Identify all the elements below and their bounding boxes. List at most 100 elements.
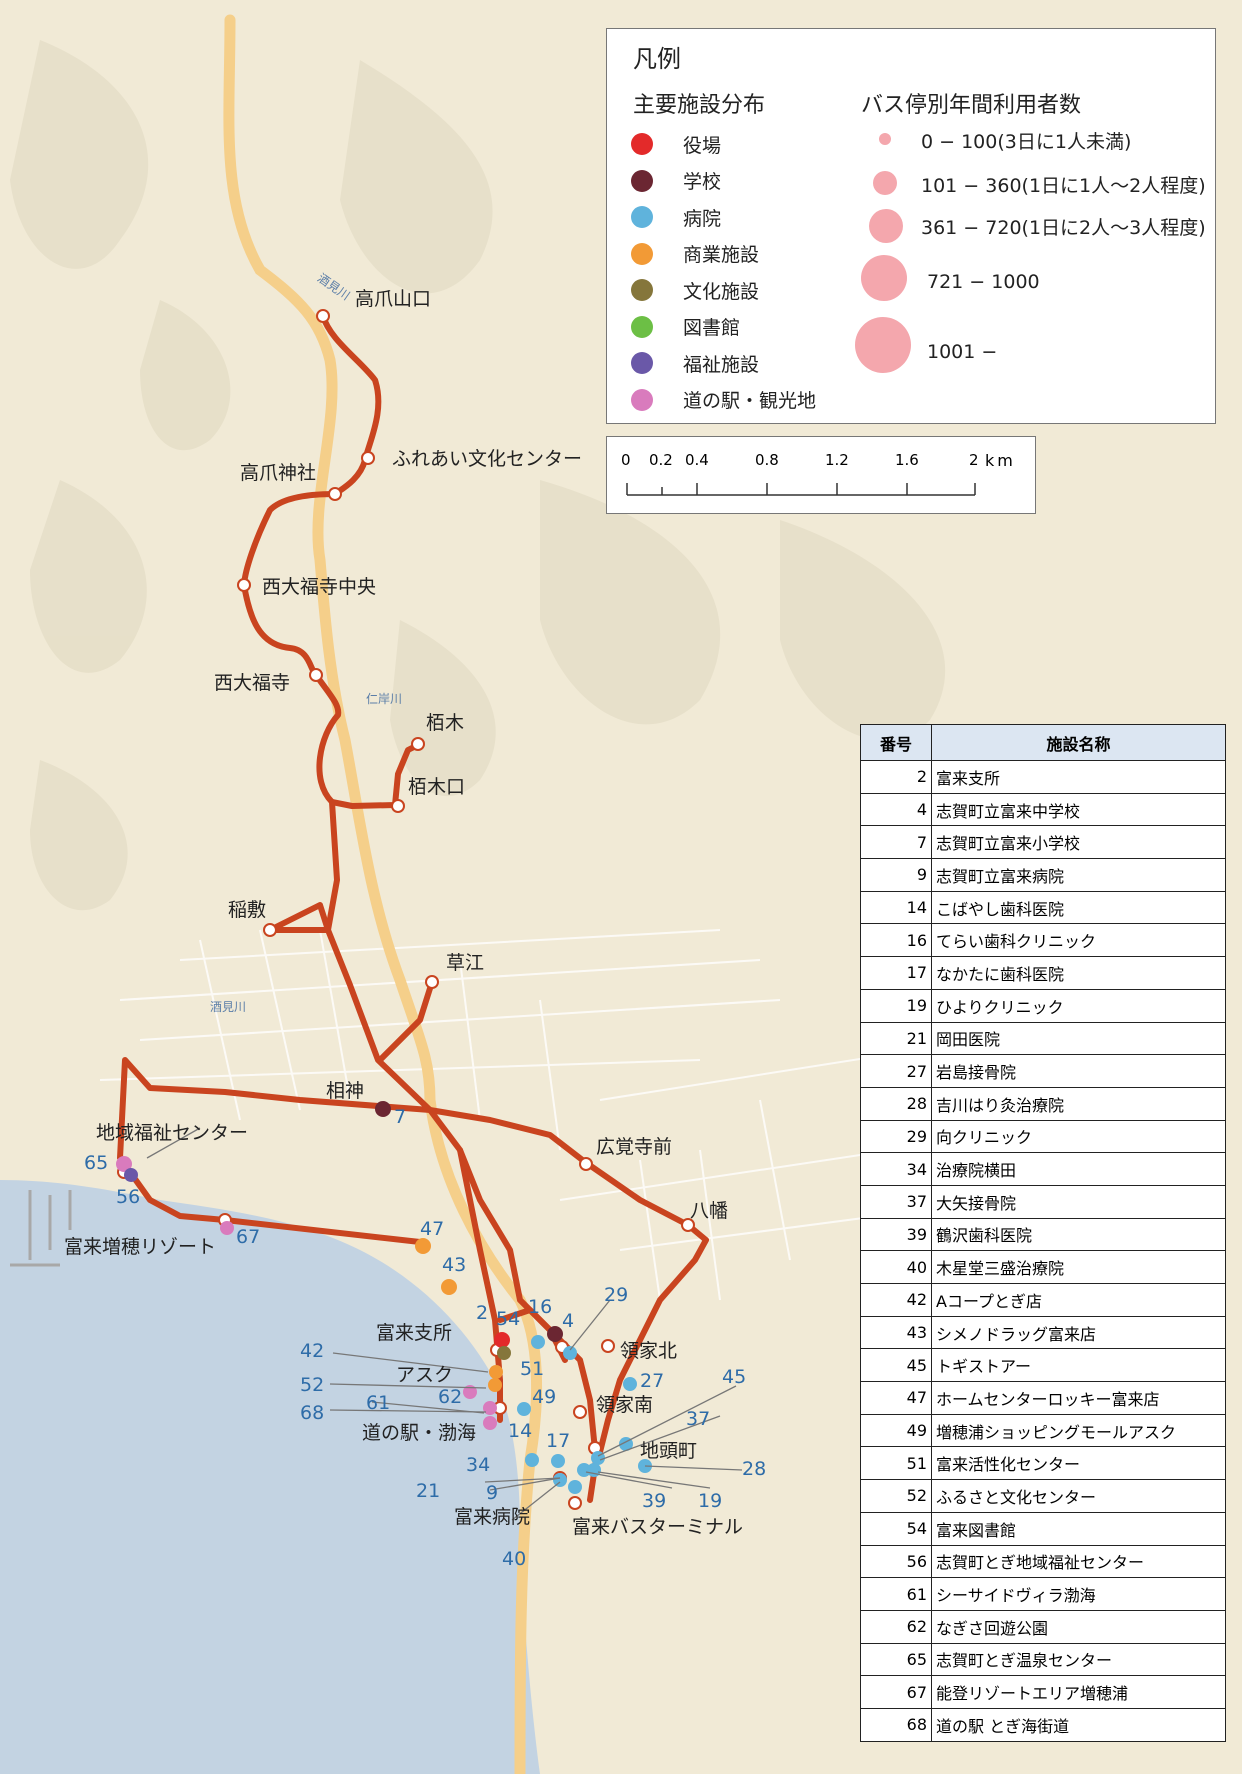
town-streets <box>99 929 1001 1301</box>
stop-label: ふれあい文化センター <box>392 448 583 470</box>
ridership-label: 101 − 360(1日に1人～2人程度) <box>921 175 1206 197</box>
facility-name-cell: Aコープとぎ店 <box>931 1283 1226 1317</box>
scale-tick: 0.2 <box>649 451 673 469</box>
facility-number-cell: 29 <box>860 1119 932 1154</box>
facility-number-cell: 27 <box>860 1054 932 1088</box>
facility-number: 2 <box>476 1302 489 1324</box>
facility-name-cell: 鶴沢歯科医院 <box>931 1217 1226 1252</box>
facility-number-cell: 14 <box>860 890 932 925</box>
facility-type-dot <box>631 133 653 155</box>
facility-name-cell: 富来支所 <box>931 760 1226 794</box>
stop-label: 富来病院 <box>454 1506 531 1528</box>
facility-type-label: 学校 <box>683 171 722 193</box>
ridership-circle <box>855 317 911 373</box>
facility-number-cell: 49 <box>860 1413 932 1448</box>
col-number-header: 番号 <box>860 724 932 761</box>
ridership-label: 721 − 1000 <box>927 271 1040 293</box>
facility-name-cell: 道の駅 とぎ海街道 <box>931 1707 1226 1742</box>
facility-name-cell: 志賀町とぎ温泉センター <box>931 1642 1226 1677</box>
stop-label: 草江 <box>446 952 485 974</box>
river-label: 仁岸川 <box>366 692 403 706</box>
ridership-circle <box>869 209 903 243</box>
stop-label: 富来増穂リゾート <box>64 1236 217 1258</box>
facility-name-cell: なかたに歯科医院 <box>931 956 1226 990</box>
facility-name-cell: ひよりクリニック <box>931 988 1226 1023</box>
facility-number-cell: 21 <box>860 1021 932 1056</box>
facility-name-cell: 岡田医院 <box>931 1021 1226 1056</box>
ridership-label: 1001 − <box>927 341 998 363</box>
facility-number-cell: 62 <box>860 1609 932 1644</box>
facility-number-cell: 17 <box>860 956 932 990</box>
facility-type-dot <box>631 169 653 192</box>
facility-name-cell: 治療院横田 <box>931 1152 1226 1186</box>
scale-unit: km <box>985 451 1016 470</box>
facility-name-cell: トギストアー <box>931 1348 1226 1383</box>
scale-tick: 1.2 <box>825 451 849 469</box>
facility-number-cell: 34 <box>860 1152 932 1186</box>
facility-number-cell: 65 <box>860 1642 932 1677</box>
facility-type-item: 文化施設 <box>631 275 759 305</box>
stop-label: 領家南 <box>596 1394 654 1416</box>
stop-label: 栢木口 <box>408 776 466 798</box>
scale-bar-graphic <box>626 483 976 496</box>
harbor <box>10 1190 72 1267</box>
facility-name-cell: 志賀町とぎ地域福祉センター <box>931 1544 1226 1579</box>
facility-number: 61 <box>366 1392 391 1414</box>
facility-number: 17 <box>546 1430 571 1452</box>
facility-type-dot <box>631 388 653 411</box>
highway <box>223 14 543 1774</box>
river-label: 酒見川 <box>314 270 353 303</box>
scale-tick: 0.4 <box>685 451 709 469</box>
facility-number: 62 <box>438 1386 463 1408</box>
facility-type-item: 商業施設 <box>631 239 759 269</box>
facility-name-cell: 志賀町立富来病院 <box>931 858 1226 892</box>
facility-number-cell: 9 <box>860 858 932 892</box>
facility-number: 67 <box>236 1226 261 1248</box>
stop-label: 西大福寺 <box>214 672 291 694</box>
facility-number-cell: 7 <box>860 825 932 860</box>
scale-tick: 1.6 <box>895 451 919 469</box>
facility-number: 4 <box>562 1310 575 1332</box>
facility-type-dot <box>631 242 653 265</box>
stop-label: 高爪山口 <box>355 288 432 310</box>
facility-number: 43 <box>442 1254 467 1276</box>
facility-number-cell: 40 <box>860 1250 932 1284</box>
facility-number: 29 <box>604 1284 629 1306</box>
facility-type-item: 役場 <box>631 129 721 159</box>
facility-name-cell: 志賀町立富来小学校 <box>931 825 1226 860</box>
facility-number: 65 <box>84 1152 109 1174</box>
facility-type-dot <box>631 279 653 301</box>
facility-number-cell: 16 <box>860 923 932 958</box>
leader-lines <box>146 1127 743 1521</box>
stop-label: 栢木 <box>426 712 465 734</box>
facility-number-cell: 51 <box>860 1446 932 1481</box>
facility-heading: 主要施設分布 <box>633 93 766 118</box>
facility-type-item: 福祉施設 <box>631 348 759 378</box>
facility-name-cell: こばやし歯科医院 <box>931 890 1226 925</box>
facility-number: 40 <box>502 1548 527 1570</box>
facility-number-cell: 52 <box>860 1479 932 1513</box>
stop-label: 広覚寺前 <box>596 1136 673 1158</box>
facility-name-cell: 富来活性化センター <box>931 1446 1226 1481</box>
facility-name-cell: 大矢接骨院 <box>931 1184 1226 1219</box>
facility-number: 49 <box>532 1386 557 1408</box>
scale-tick: 2 <box>969 451 979 469</box>
facility-name-cell: 吉川はり灸治療院 <box>931 1086 1226 1121</box>
facility-number: 34 <box>466 1454 491 1476</box>
facility-type-item: 学校 <box>631 166 721 196</box>
facility-number: 54 <box>496 1308 521 1330</box>
